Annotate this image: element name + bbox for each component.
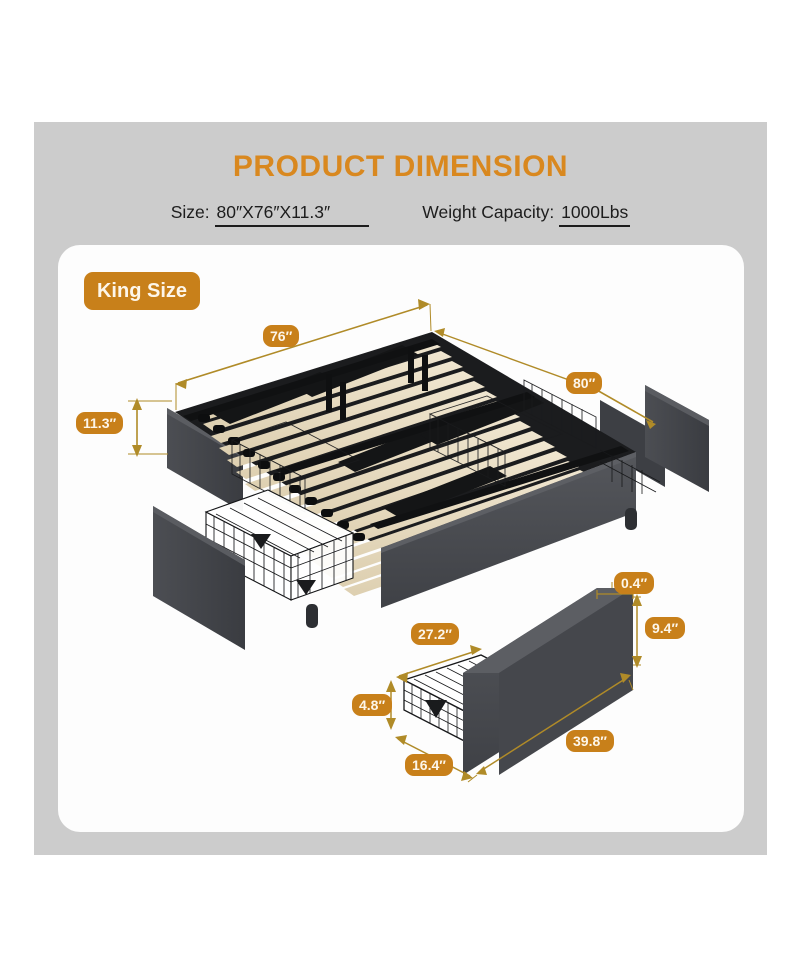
dimension-badge-basket-width-16-4: 16.4″ <box>405 754 453 776</box>
size-value: 80″X76″X11.3″ <box>214 202 369 227</box>
dimension-badge-depth-27-2: 27.2″ <box>411 623 459 645</box>
diagram-card <box>58 245 744 832</box>
size-label: Size: <box>170 202 210 222</box>
dimension-badge-length-80: 80″ <box>566 372 603 394</box>
dimension-badge-front-height-9-4: 9.4″ <box>645 617 686 639</box>
dimension-badge-thickness-0-4: 0.4″ <box>614 572 655 594</box>
spec-line: Size: 80″X76″X11.3″ Weight Capacity: 100… <box>34 202 767 227</box>
page-title: PRODUCT DIMENSION <box>232 150 569 183</box>
dimension-badge-basket-height-4-8: 4.8″ <box>352 694 393 716</box>
dimension-badge-height-11-3: 11.3″ <box>76 412 124 434</box>
weight-capacity-value: 1000Lbs <box>559 202 631 227</box>
dimension-badge-front-width-39-8: 39.8″ <box>566 730 614 752</box>
weight-capacity-label: Weight Capacity: <box>422 202 555 222</box>
king-size-badge: King Size <box>84 272 200 310</box>
dimension-badge-width-76: 76″ <box>263 325 300 347</box>
